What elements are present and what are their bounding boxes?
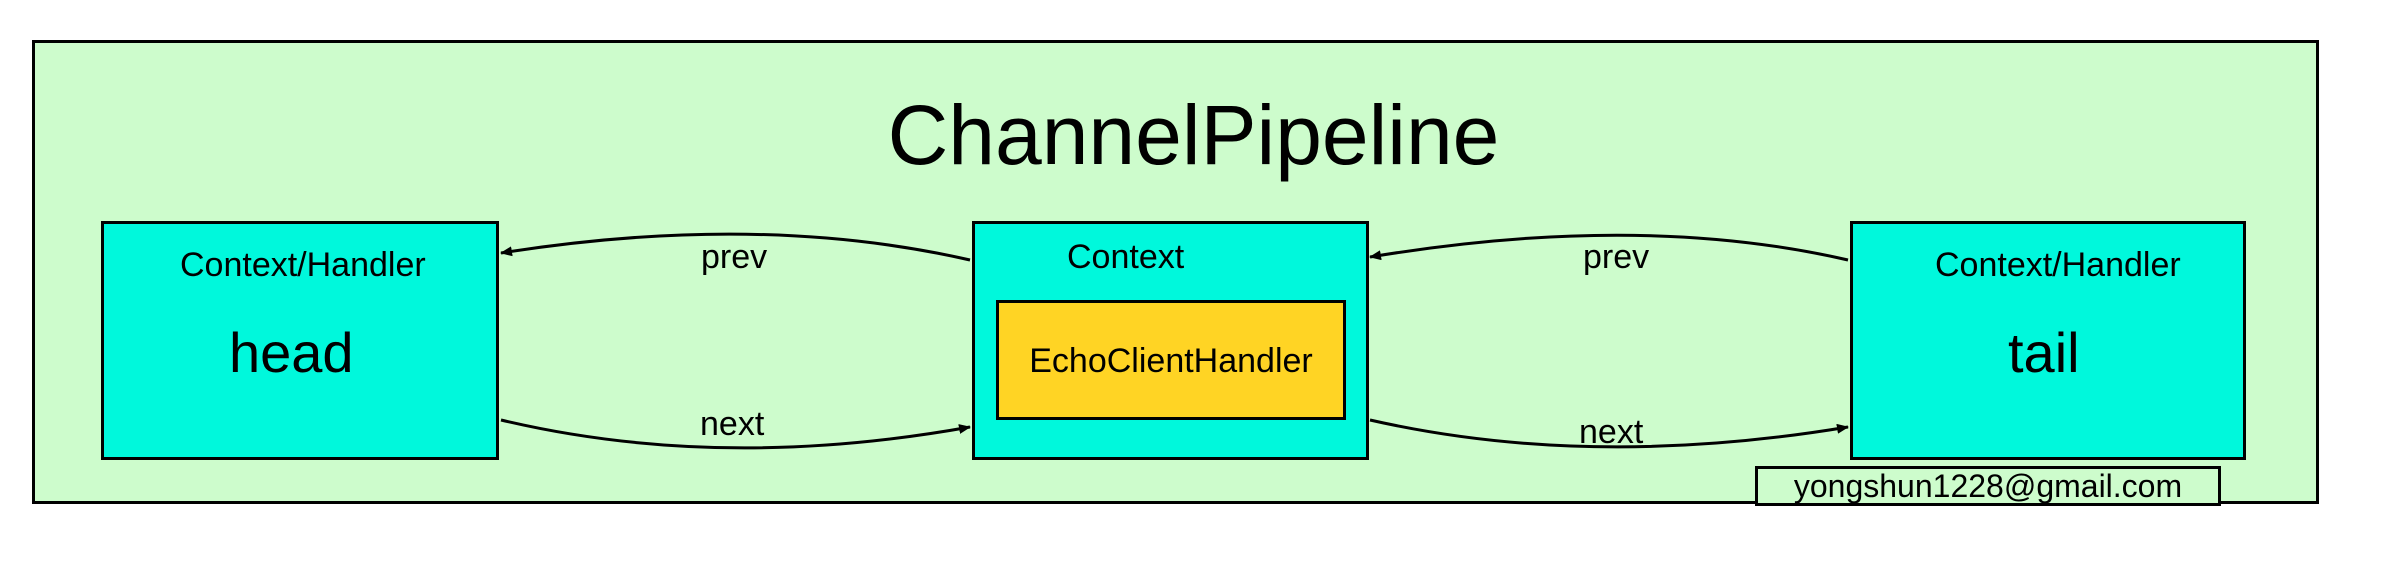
head-label: head [229, 321, 354, 384]
prev-label-left: prev [701, 238, 768, 276]
next-label-right: next [1579, 413, 1644, 451]
next-arrow-right [1369, 418, 1849, 449]
next-arrow-left [500, 418, 971, 450]
author-email-watermark: yongshun1228@gmail.com [1755, 466, 2221, 506]
head-context-box [101, 221, 499, 460]
echo-client-handler-label: EchoClientHandler [1029, 342, 1313, 380]
pipeline-title: ChannelPipeline [887, 88, 1500, 182]
prev-label-right: prev [1583, 238, 1650, 276]
tail-context-box [1850, 221, 2246, 460]
prev-arrow-left [500, 232, 971, 262]
next-label-left: next [700, 405, 765, 443]
prev-arrow-right [1369, 233, 1849, 262]
tail-label: tail [2008, 321, 2080, 384]
middle-caption: Context [1067, 238, 1185, 276]
head-caption: Context/Handler [180, 246, 426, 284]
echo-client-handler-box [996, 300, 1346, 420]
tail-caption: Context/Handler [1935, 246, 2181, 284]
